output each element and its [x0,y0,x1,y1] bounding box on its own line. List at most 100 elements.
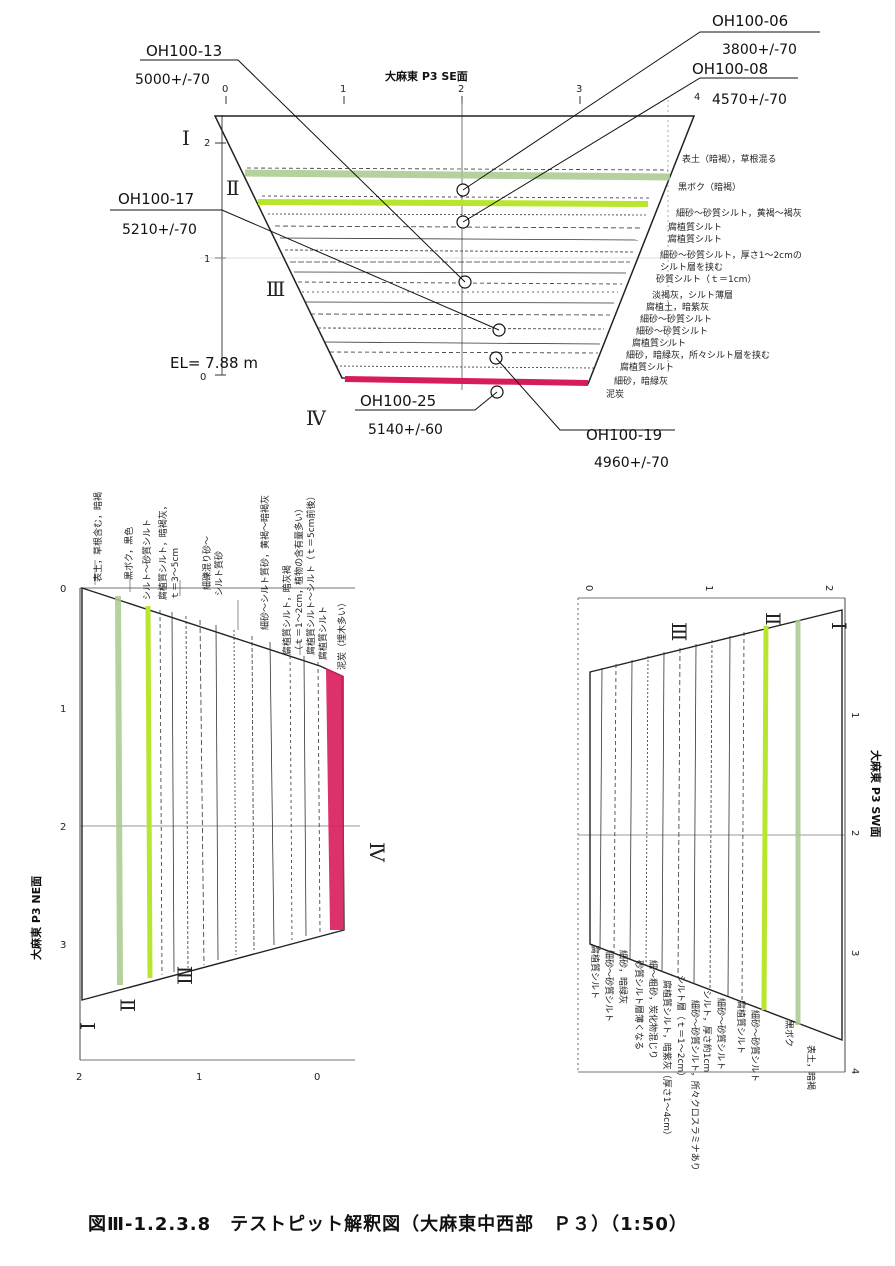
layer-description: 黒ボク [783,1020,794,1047]
se-pit-outline [213,115,696,385]
se-green-layer [244,169,671,181]
layer-description: 表土，草根含む，暗褐 [92,492,104,582]
unit-label: Ⅳ [306,406,327,430]
layer-description: 表土，暗褐 [805,1045,817,1090]
layer-description: 腐植土，暗紫灰 [646,301,709,313]
se-face-title: 大麻東 P3 SE面 [385,69,468,83]
unit-label: Ⅱ [116,998,140,1012]
layer-description: 腐植質シルト [317,606,329,660]
layer-description: 砂質シルト（ｔ＝1cm） [656,273,756,285]
unit-label: Ⅱ [761,612,785,626]
layer-description: シルト～砂質シルト [141,519,153,600]
layer-description: 細砂～砂質シルト，黄褐～褐灰 [676,207,802,219]
ne-leader-lines [94,560,301,655]
layer-description: 黒ボク，黒色 [123,527,135,580]
unit-label: Ⅱ [226,176,240,200]
layer-description: 腐植質シルト [668,233,722,245]
sw-y-tick: 3 [849,950,860,956]
sample-id-label: OH100-19 [586,426,662,444]
ne-y-tick: 1 [196,1072,202,1083]
unit-label: Ⅲ [266,277,285,301]
sw-pit-outline [589,609,843,1042]
layer-description: 細砂～砂質シルト [640,313,712,325]
sample-age-label: 4960+/-70 [594,455,669,471]
layer-description: 腐植質シルト，暗紫灰（厚さ1～4cm） [661,980,673,1140]
sw-lime-layer [761,625,769,1011]
se-x-tick: 2 [458,84,464,95]
ne-x-tick: 2 [60,822,66,833]
ne-x-tick: 0 [60,584,66,595]
layer-description: 砂質シルト層薄くなる [633,960,645,1050]
layer-description: シルト，厚さ約1cm [701,990,713,1072]
se-lime-layer [257,199,649,207]
ne-red-layer [326,668,344,930]
layer-description: 細砂～砂質シルト [636,325,708,337]
sample-id-label: OH100-08 [692,60,768,78]
ne-face-title: 大麻東 P3 NE面 [29,876,43,960]
se-y-tick: 0 [200,372,206,383]
sample-age-label: 3800+/-70 [722,42,797,58]
layer-description: 腐植質シルト [589,945,601,999]
layer-description: 細砂～砂質シルト，所々クロスラミナあり [689,1000,701,1171]
unit-label: Ⅰ [76,1022,100,1030]
sw-x-tick: 2 [823,585,834,591]
se-x-tick: 1 [340,84,346,95]
elevation-label: EL= 7.88 m [170,354,258,372]
sw-face-panel: 2 1 0 1 2 3 4 大麻東 P3 SW面 Ⅰ Ⅱ Ⅲ 表土，暗褐 黒ボク [577,585,883,1171]
sample-id-label: OH100-25 [360,392,436,410]
layer-description: 淡褐灰，シルト薄層 [652,289,733,301]
layer-description: 細砂～砂質シルト [715,998,727,1070]
unit-label: Ⅰ [182,126,190,150]
ne-y-tick: 2 [76,1072,82,1083]
sw-face-title: 大麻東 P3 SW面 [869,750,883,837]
sw-y-tick: 2 [849,830,860,836]
layer-description: 細礫混り砂～ [201,536,213,590]
sample-id-label: OH100-06 [712,12,788,30]
se-face-panel: 大麻東 P3 SE面 0 1 2 3 4 2 1 0 [110,12,820,471]
sw-x-tick: 0 [583,585,594,591]
layer-description: 細砂～シルト質砂，黄褐～暗褐灰 [259,495,271,630]
ne-layer-lines [159,609,321,976]
ne-y-tick: 0 [314,1072,320,1083]
se-x-tick: 0 [222,84,228,95]
se-layer-lines [246,167,669,369]
layer-description: （ｔ＝1～2cm，植物の含有量多い） [293,504,305,655]
sample-id-label: OH100-17 [118,190,194,208]
ne-x-tick: 3 [60,940,66,951]
layer-description: 細砂～砂質シルト [749,1010,761,1082]
sw-y-tick: 1 [849,712,860,718]
unit-label: Ⅳ [365,842,389,863]
sample-id-label: OH100-13 [146,42,222,60]
sample-age-label: 5140+/-60 [368,422,443,438]
ne-lime-layer [145,605,153,979]
layer-description: 細砂，暗緑灰，所々シルト層を挟む [626,349,770,361]
ne-green-layer [115,595,123,986]
layer-description: シルト質砂 [213,551,225,596]
layer-description: 細砂～砂質シルト [603,950,615,1022]
layer-description: 泥炭（埋木多い） [336,598,348,670]
layer-description: 腐植質シルト [735,1000,747,1054]
se-y-tick: 1 [204,254,210,265]
se-y-tick: 2 [204,138,210,149]
layer-description: 腐植質シルト [620,361,674,373]
sample-age-label: 5210+/-70 [122,222,197,238]
layer-description: 腐植質シルト，暗褐灰， [157,501,169,600]
layer-description: 黒ボク（暗褐） [678,181,741,193]
unit-label: Ⅲ [173,966,197,985]
se-red-layer [344,376,589,386]
ne-face-panel: 0 1 2 3 2 1 0 大麻東 P3 NE面 [29,492,389,1083]
unit-label: Ⅰ [827,622,851,630]
layer-description: ｔ＝3～5cm [171,548,181,600]
se-x-tick: 4 [694,92,700,103]
layer-description: 細砂～砂質シルト，厚さ1～2cmの [660,249,802,261]
sw-y-tick: 4 [849,1068,860,1074]
layer-description: 腐植質シルト，暗灰褐 [281,565,293,655]
se-layer-descriptions: 表土（暗褐），草根混る 黒ボク（暗褐） 細砂～砂質シルト，黄褐～褐灰 腐植質シル… [606,153,802,400]
sample-age-label: 5000+/-70 [135,72,210,88]
sw-x-tick: 1 [703,585,714,591]
unit-label: Ⅲ [667,622,691,641]
ne-x-tick: 1 [60,704,66,715]
layer-description: 細～粗砂，炭化物混じり [647,960,659,1059]
layer-description: 腐植質シルト～シルト（ｔ＝5cm前後） [305,492,317,655]
